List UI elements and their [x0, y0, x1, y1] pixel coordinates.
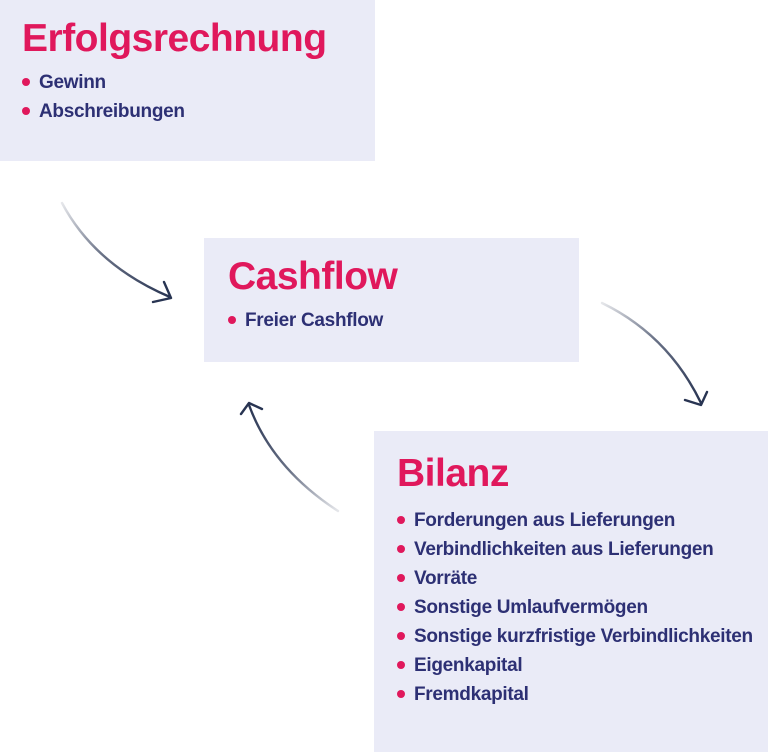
- bullet-dot-icon: [397, 661, 405, 670]
- bullet-dot-icon: [228, 316, 236, 325]
- list-item: Vorräte: [397, 568, 758, 589]
- box-title-bilanz: Bilanz: [397, 452, 509, 495]
- bilanz-bullet-list: Forderungen aus Lieferungen Verbindlichk…: [397, 510, 758, 705]
- list-item: Verbindlichkeiten aus Lieferungen: [397, 539, 758, 560]
- list-item: Gewinn: [22, 72, 361, 93]
- list-item-label: Sonstige Umlaufvermögen: [414, 596, 648, 618]
- bullet-dot-icon: [397, 690, 405, 699]
- erfolgsrechnung-bullet-list: Gewinn Abschreibungen: [22, 72, 361, 122]
- bullet-dot-icon: [397, 545, 405, 554]
- bullet-dot-icon: [397, 574, 405, 583]
- list-item-label: Abschreibungen: [39, 100, 185, 122]
- box-bilanz: Bilanz Forderungen aus Lieferungen Verbi…: [374, 431, 768, 752]
- list-item-label: Freier Cashflow: [245, 309, 384, 331]
- cashflow-bullet-list: Freier Cashflow: [228, 310, 565, 331]
- list-item: Abschreibungen: [22, 101, 361, 122]
- list-item: Fremdkapital: [397, 684, 758, 705]
- bullet-dot-icon: [397, 603, 405, 612]
- list-item: Freier Cashflow: [228, 310, 565, 331]
- list-item: Sonstige Umlaufvermögen: [397, 597, 758, 618]
- box-title-cashflow: Cashflow: [228, 255, 398, 298]
- list-item-label: Vorräte: [414, 567, 478, 589]
- arrow-erfolgsrechnung-to-cashflow-icon: [60, 201, 173, 304]
- bullet-dot-icon: [22, 107, 30, 116]
- list-item: Eigenkapital: [397, 655, 758, 676]
- list-item-label: Sonstige kurzfristige Verbindlichkeiten: [414, 625, 753, 647]
- bullet-dot-icon: [397, 516, 405, 525]
- list-item-label: Gewinn: [39, 71, 106, 93]
- list-item: Forderungen aus Lieferungen: [397, 510, 758, 531]
- list-item-label: Verbindlichkeiten aus Lieferungen: [414, 538, 714, 560]
- list-item-label: Eigenkapital: [414, 654, 523, 676]
- arrow-cashflow-to-bilanz-icon: [600, 301, 709, 407]
- box-erfolgsrechnung: Erfolgsrechnung Gewinn Abschreibungen: [0, 0, 375, 161]
- box-title-erfolgsrechnung: Erfolgsrechnung: [22, 17, 327, 60]
- list-item: Sonstige kurzfristige Verbindlichkeiten: [397, 626, 758, 647]
- box-cashflow: Cashflow Freier Cashflow: [204, 238, 579, 362]
- arrow-bilanz-to-cashflow-icon: [239, 401, 340, 513]
- bullet-dot-icon: [22, 78, 30, 87]
- list-item-label: Fremdkapital: [414, 683, 529, 705]
- bullet-dot-icon: [397, 632, 405, 641]
- list-item-label: Forderungen aus Lieferungen: [414, 509, 676, 531]
